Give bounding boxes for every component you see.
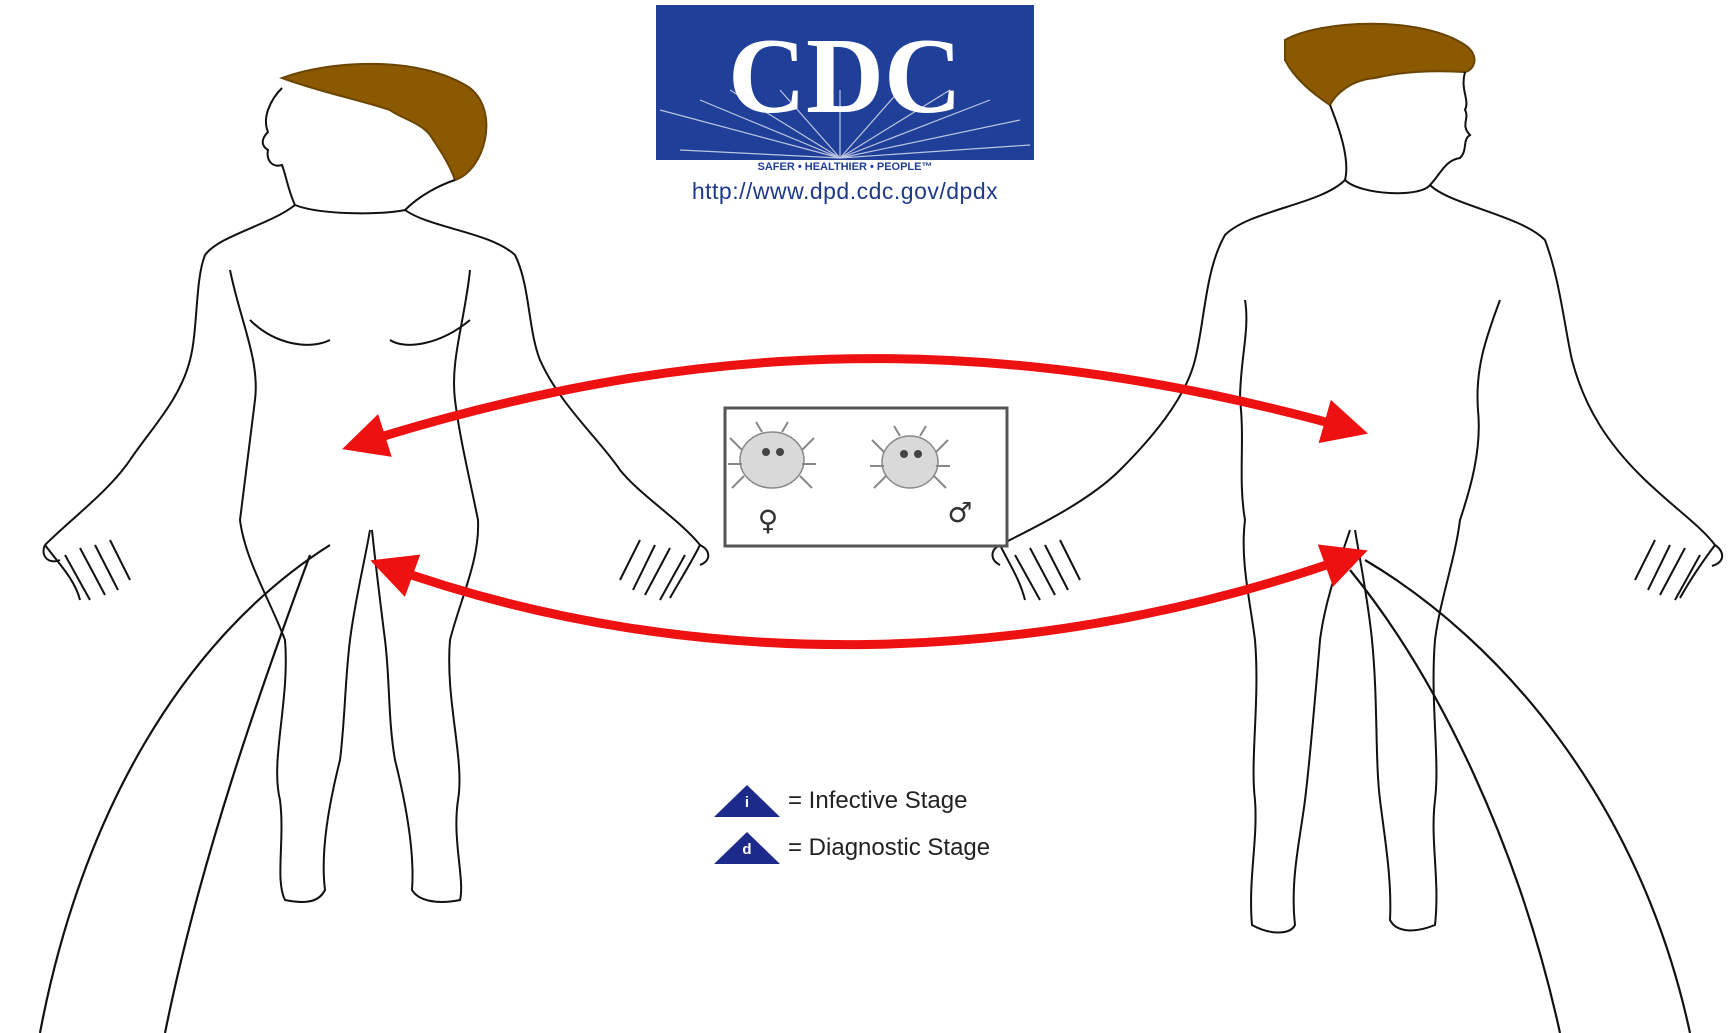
transmission-arrow-lower [383,555,1355,645]
right-figure-left-hand [993,540,1081,600]
left-figure-hair [282,64,486,180]
right-figure-hair [1285,24,1474,105]
left-figure-right-hand [620,540,708,600]
right-human-figure [993,24,1723,933]
diagnostic-marker-letter: d [714,841,780,858]
male-symbol: ♂ [947,496,972,529]
diagnostic-stage-label: = Diagnostic Stage [788,834,990,862]
specimen-box: ♀ ♂ [725,408,1007,546]
left-figure-body [45,205,700,902]
legend-diagnostic: d = Diagnostic Stage [714,832,990,864]
infective-marker-letter: i [714,794,780,811]
female-symbol: ♀ [758,504,779,537]
infective-stage-label: = Infective Stage [788,787,967,815]
cdc-logo-tagline: SAFER • HEALTHIER • PEOPLE™ [758,161,933,173]
right-outer-arc [1365,560,1690,1033]
right-figure-body [1000,180,1715,933]
diagnostic-stage-marker: d [714,832,780,864]
left-inner-arc [165,555,310,1033]
cdc-url: http://www.dpd.cdc.gov/dpdx [605,178,1085,205]
cdc-logo: CDC SAFER • HEALTHIER • PEOPLE™ [656,5,1034,173]
right-inner-arc [1350,570,1560,1033]
right-figure-head [1330,72,1470,193]
legend-infective: i = Infective Stage [714,785,967,817]
right-figure-right-hand [1635,540,1722,600]
infective-stage-marker: i [714,785,780,817]
left-figure-left-hand [43,540,130,600]
cdc-logo-text: CDC [728,17,962,136]
